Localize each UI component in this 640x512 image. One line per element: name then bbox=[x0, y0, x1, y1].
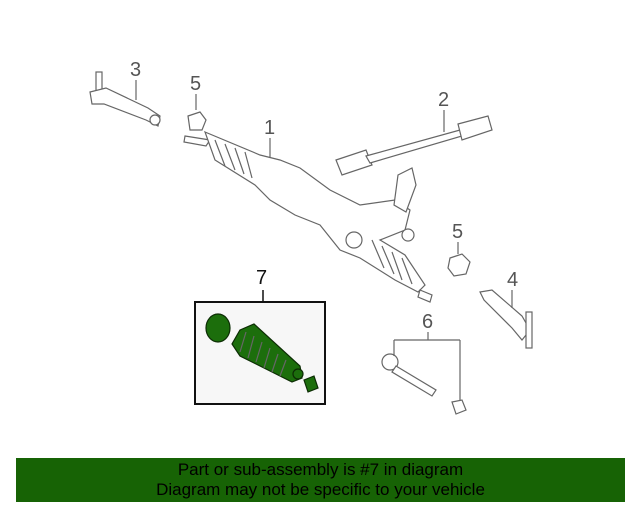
callout-4: 4 bbox=[507, 269, 518, 291]
info-banner: Part or sub-assembly is #7 in diagram Di… bbox=[16, 458, 625, 502]
boot-clamp bbox=[205, 313, 231, 343]
callout-1: 1 bbox=[264, 117, 275, 139]
part-7-boot-kit[interactable] bbox=[205, 313, 319, 393]
callout-3: 3 bbox=[130, 59, 141, 81]
callout-6: 6 bbox=[422, 311, 433, 333]
small-clamp-2 bbox=[303, 375, 319, 393]
callout-5b: 5 bbox=[452, 221, 463, 243]
callout-5a: 5 bbox=[190, 73, 201, 95]
part-1-steering-rack[interactable] bbox=[183, 130, 433, 303]
banner-line-2: Diagram may not be specific to your vehi… bbox=[156, 480, 485, 499]
banner-line-1: Part or sub-assembly is #7 in diagram bbox=[177, 460, 464, 479]
callout-7: 7 bbox=[256, 267, 267, 289]
part-2-tie-rod[interactable] bbox=[335, 115, 493, 176]
part-4-tie-rod-end[interactable] bbox=[479, 289, 533, 349]
part-6-inner-tie-rod[interactable] bbox=[381, 353, 467, 415]
part-5-nut[interactable] bbox=[187, 111, 207, 131]
part-5-nut-right[interactable] bbox=[447, 253, 471, 277]
part-3-tie-rod-end[interactable] bbox=[89, 71, 161, 127]
rack-boot bbox=[231, 323, 303, 383]
callout-2: 2 bbox=[438, 89, 449, 111]
small-clamp bbox=[292, 368, 304, 380]
